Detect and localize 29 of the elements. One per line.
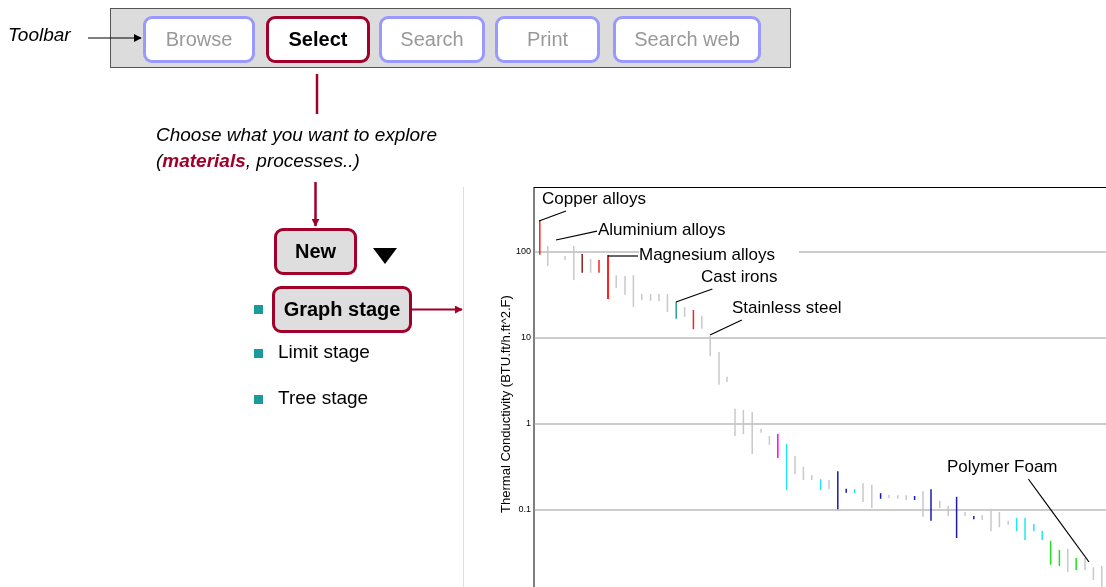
toolbar-button: Print	[495, 16, 600, 63]
leader-line	[709, 319, 743, 336]
connector-line	[315, 74, 319, 114]
callout-label: Copper alloys	[542, 189, 667, 211]
arrow	[87, 34, 142, 42]
leader-line	[538, 210, 567, 222]
toolbar-button: Select	[266, 16, 370, 63]
leader-line	[675, 288, 713, 303]
instruction-text: Choose what you want to explore (materials, processes..)	[156, 122, 496, 176]
axis-title: Thermal Conductivity (BTU.ft/h.ft^2.F)	[498, 294, 514, 515]
arrow	[411, 305, 463, 314]
menu-button: New	[274, 228, 357, 275]
list-item-text: Tree stage	[278, 387, 370, 410]
toolbar-button: Search	[379, 16, 485, 63]
menu-button: Graph stage	[272, 286, 412, 333]
callout-label: Cast irons	[701, 267, 796, 289]
list-item-text: Limit stage	[278, 341, 371, 364]
callout-label: Polymer Foam	[947, 457, 1082, 479]
toolbar-button: Search web	[613, 16, 761, 63]
toolbar	[110, 8, 791, 68]
toolbar-button: Browse	[143, 16, 255, 63]
callout-label: Aluminium alloys	[598, 221, 736, 238]
axis-tick-label: 100	[514, 246, 531, 258]
leader-line	[1027, 478, 1090, 563]
caption-text: Toolbar	[8, 24, 88, 52]
leader-line	[555, 230, 598, 241]
arrow	[311, 182, 320, 227]
connector-line	[607, 255, 639, 257]
callout-label: Stainless steel	[732, 298, 867, 320]
